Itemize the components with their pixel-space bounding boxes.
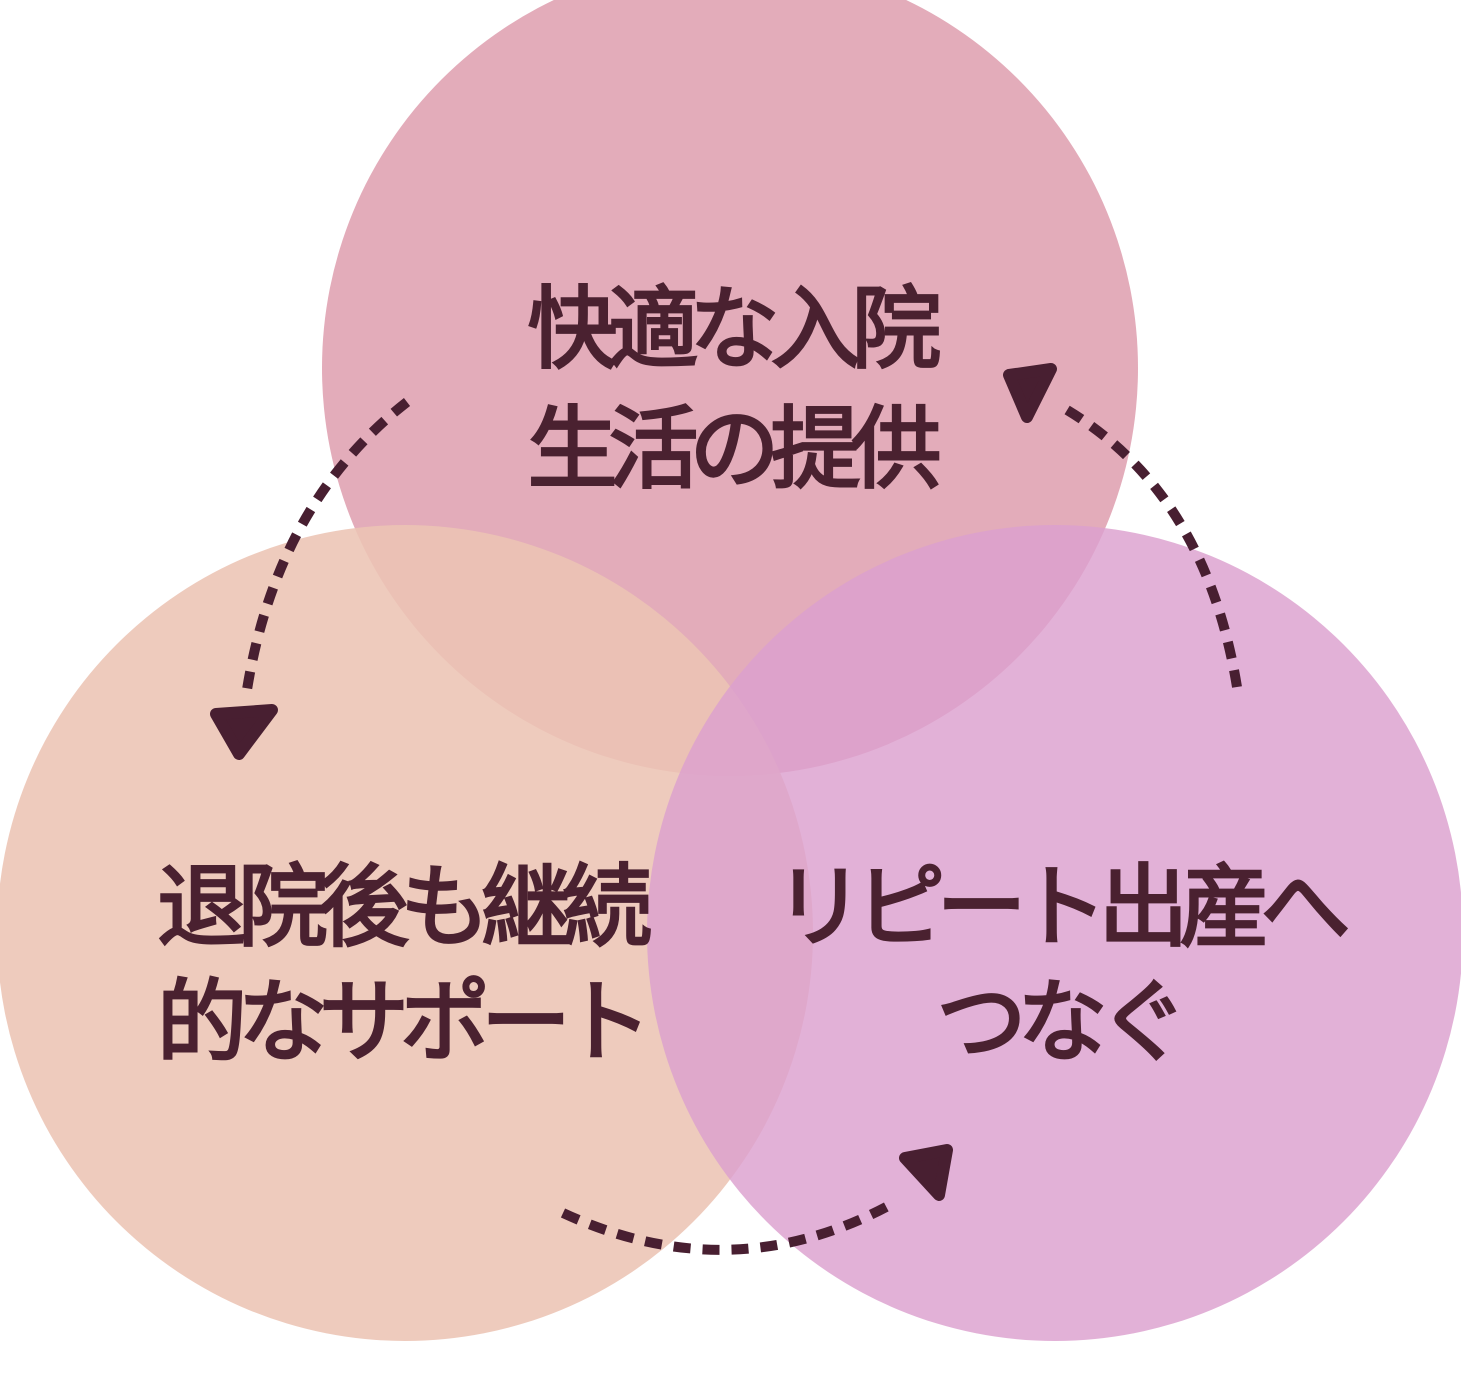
circle-top-label-line1: 快適な入院 [527,277,942,382]
circle-left-label-line2: 的なサポート [157,970,652,1075]
arrow-left-to-right-arrowhead-icon [899,1144,953,1201]
circle-right-label-line1: リピート出産へ [774,855,1351,960]
circle-right-label-line2: つなぐ [936,970,1189,1075]
arrow-top-to-left-curve [241,398,411,697]
arrow-top-to-left-arrowhead-icon [210,704,278,760]
circle-top-label: 快適な入院 生活の提供 [322,270,1138,510]
circle-right [647,525,1461,1341]
arrow-right-to-top-arrowhead-icon [1003,363,1057,423]
arrow-right-to-top-curve [1059,402,1242,688]
circle-right-label: リピート出産へ つなぐ [650,850,1461,1080]
circle-left-label: 退院後も継続 的なサポート [0,850,808,1080]
arrow-left-to-right-curve [560,1201,891,1255]
circle-top-label-line2: 生活の提供 [527,397,942,502]
circle-left-label-line1: 退院後も継続 [157,855,652,960]
